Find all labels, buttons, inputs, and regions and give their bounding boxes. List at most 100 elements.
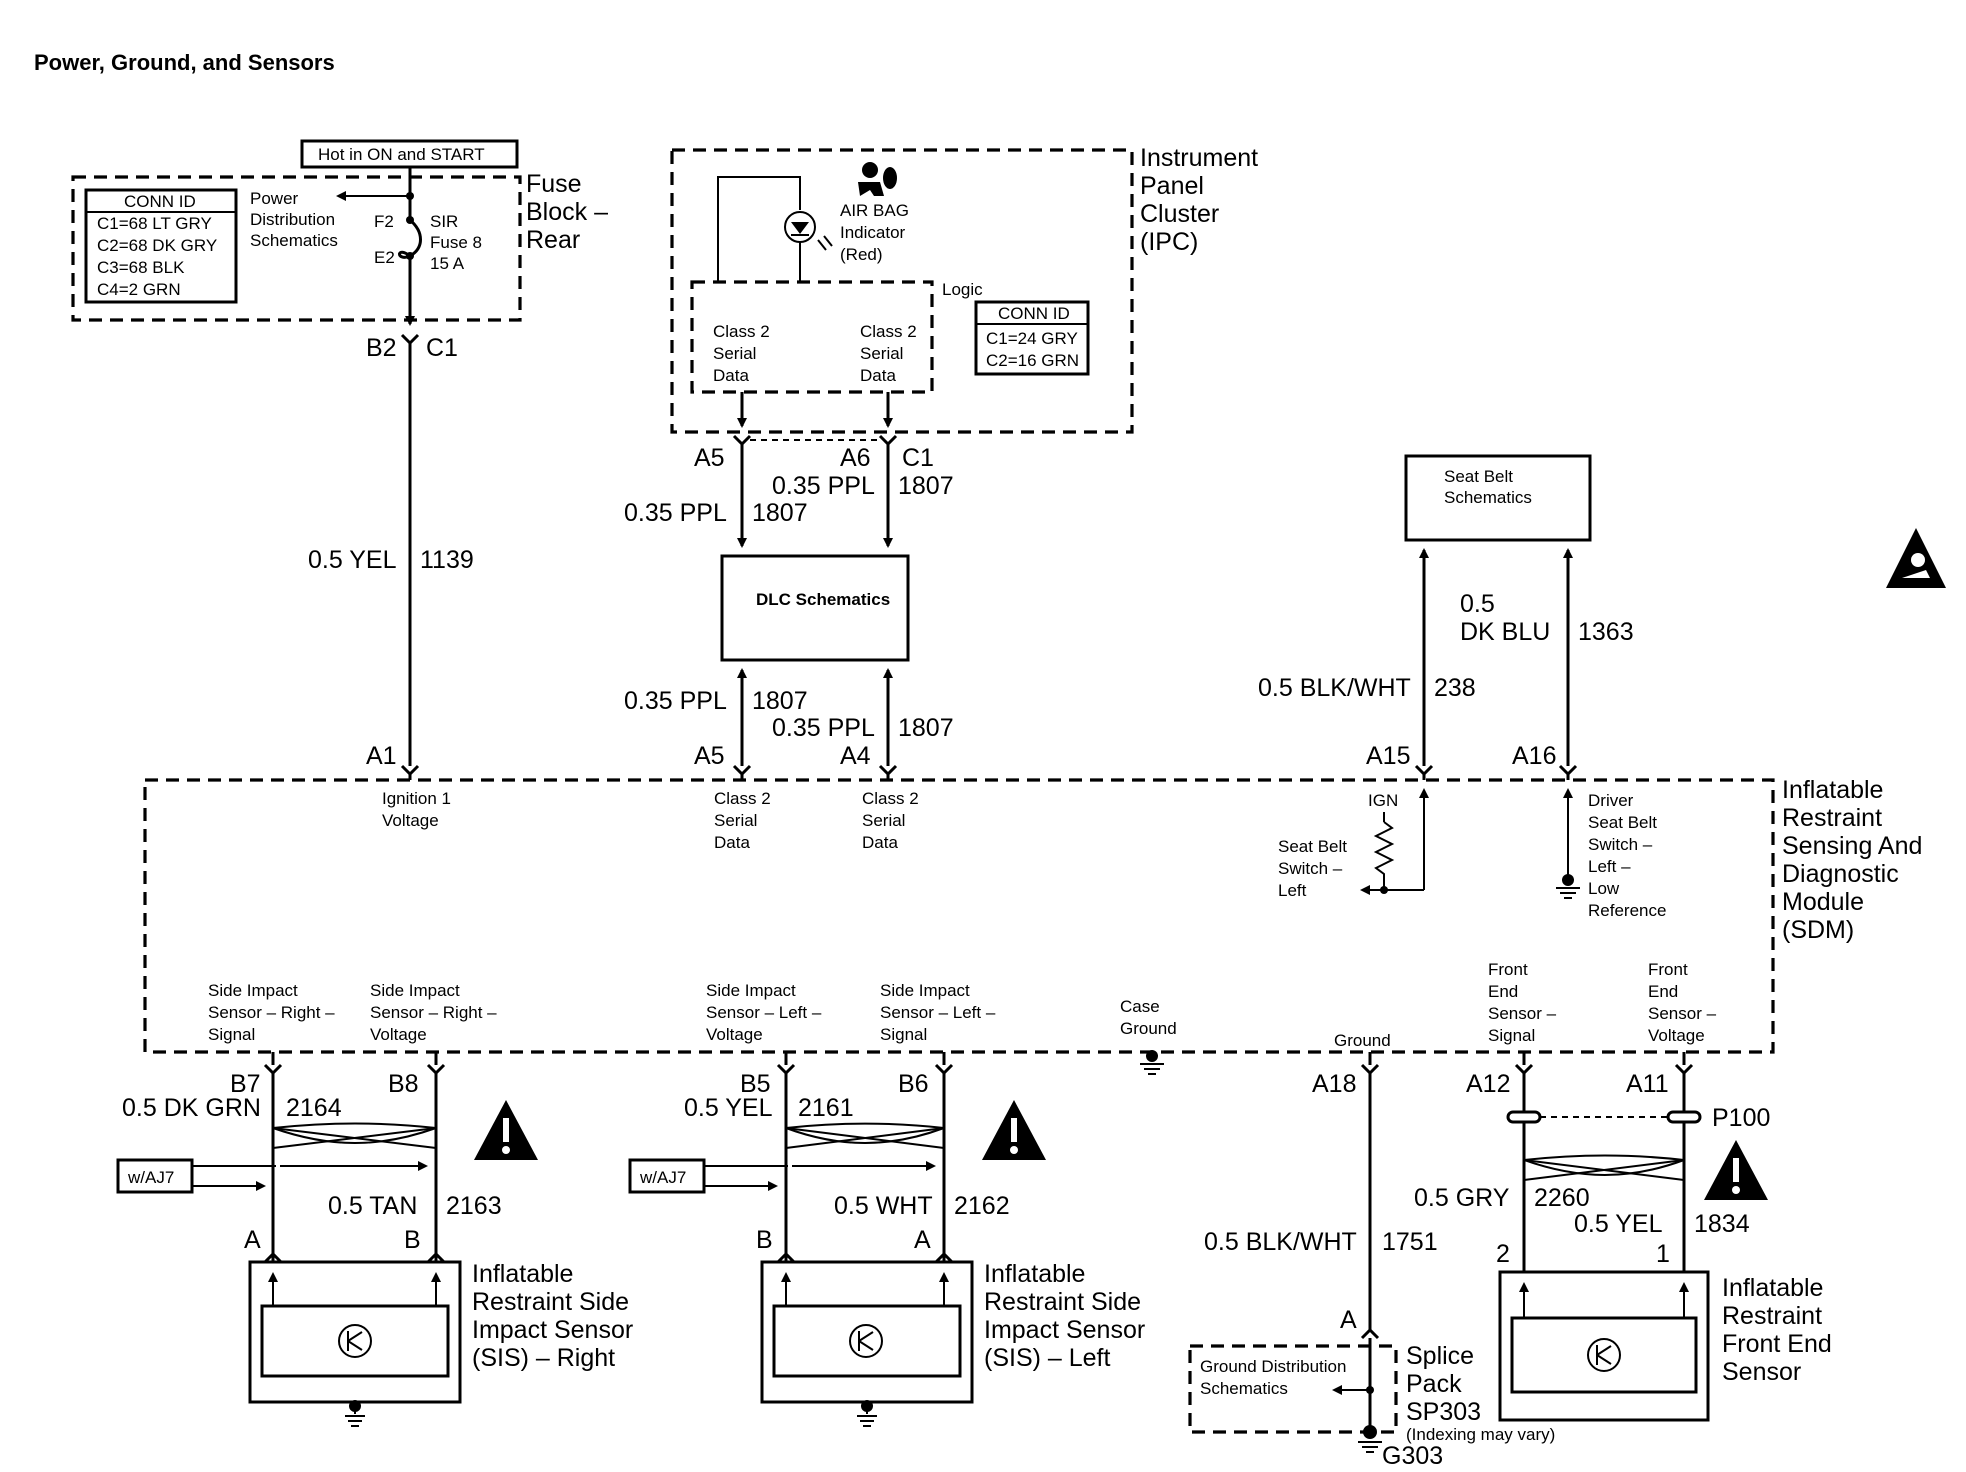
caution-icon	[1704, 1140, 1768, 1200]
sis-right-pin-b: B	[404, 1226, 421, 1254]
sdm-name-2: Restraint	[1782, 804, 1882, 832]
sis-right-voltage-label: Voltage	[370, 1025, 427, 1044]
front-signal-label: End	[1488, 982, 1518, 1001]
ipc-serial-right: Data	[860, 366, 896, 385]
conn-id-header: CONN ID	[998, 304, 1070, 323]
transistor-icon	[849, 1324, 883, 1358]
ipc-serial-left: Data	[713, 366, 749, 385]
wire-color: 0.5 BLK/WHT	[1204, 1228, 1357, 1256]
conn-id-header: CONN ID	[124, 192, 196, 211]
pin-a4: A4	[840, 742, 871, 770]
pin-b5: B5	[740, 1070, 771, 1098]
option-label: w/AJ7	[127, 1168, 174, 1187]
conn-id-row: C1=24 GRY	[986, 329, 1078, 348]
connector-symbol	[1414, 764, 1434, 777]
seat-belt-switch-label: Seat Belt	[1278, 837, 1347, 856]
airbag-indicator-label: Indicator	[840, 223, 906, 242]
case-ground-label: Case	[1120, 997, 1160, 1016]
ign-label: IGN	[1368, 791, 1398, 810]
driver-switch-label: Low	[1588, 879, 1620, 898]
pin-a5: A5	[694, 742, 725, 770]
dlc-label: DLC Schematics	[756, 590, 890, 609]
sdm-module: Inflatable Restraint Sensing And Diagnos…	[143, 742, 1922, 1098]
wire-circuit: 1363	[1578, 618, 1634, 646]
ground-circuit: 0.5 BLK/WHT 1751 A Ground Distribution S…	[1188, 1073, 1555, 1470]
sdm-name-4: Diagnostic	[1782, 860, 1899, 888]
front-voltage-label: Front	[1648, 960, 1688, 979]
dlc-box	[720, 554, 910, 662]
wire-circuit: 1751	[1382, 1228, 1438, 1256]
ipc-outline	[670, 148, 1134, 434]
pin-b7: B7	[230, 1070, 261, 1098]
pin-b6: B6	[898, 1070, 929, 1098]
splice-dot	[406, 192, 414, 200]
conn-id-table-fuse: CONN ID C1=68 LT GRY C2=68 DK GRY C3=68 …	[84, 188, 238, 304]
conn-id-row: C2=16 GRN	[986, 351, 1079, 370]
logic-label: Logic	[942, 280, 983, 299]
sensor-body	[760, 1260, 974, 1404]
splice-pack-label: Splice	[1406, 1342, 1474, 1370]
wire-color: 0.5 DK GRN	[122, 1094, 261, 1122]
wire-circuit: 1139	[420, 546, 474, 574]
option-box	[628, 1158, 706, 1194]
sis-left-pin-a: A	[914, 1226, 931, 1254]
conn-id-row: C4=2 GRN	[97, 280, 181, 299]
sdm-name-5: Module	[1782, 888, 1864, 916]
sensor-module	[260, 1304, 450, 1378]
wire-circuit: 2260	[1534, 1184, 1590, 1212]
option-label: w/AJ7	[639, 1168, 686, 1187]
ground-icon	[857, 1400, 877, 1427]
dlc-schematics: DLC Schematics 0.35 PPL 1807 0.35 PPL 18…	[624, 554, 954, 766]
seat-belt-label: Seat Belt	[1444, 467, 1513, 486]
ground-icon	[345, 1400, 365, 1427]
conn-id-table-ipc: CONN ID C1=24 GRY C2=16 GRN	[974, 300, 1090, 376]
front-sensor-name: Front End	[1722, 1330, 1832, 1358]
sis-right-signal-label: Sensor – Right –	[208, 1003, 335, 1022]
sis-left-signal-label: Sensor – Left –	[880, 1003, 996, 1022]
option-box	[116, 1158, 194, 1194]
ipc-serial-right: Class 2	[860, 322, 917, 341]
front-end-sensor: Inflatable Restraint Front End Sensor	[1498, 1270, 1832, 1422]
connector-symbol	[1558, 764, 1578, 777]
driver-switch-label: Seat Belt	[1588, 813, 1657, 832]
ipc-serial-right: Serial	[860, 344, 903, 363]
driver-switch-label: Left –	[1588, 857, 1631, 876]
ipc-name-4: (IPC)	[1140, 228, 1198, 256]
sensor-body	[248, 1260, 462, 1404]
fuse-block-name-3: Rear	[526, 226, 580, 254]
splice-pack-label: Pack	[1406, 1370, 1462, 1398]
fuse-label: 15 A	[430, 254, 465, 273]
front-voltage-label: End	[1648, 982, 1678, 1001]
connector-pin-b2: B2	[366, 334, 397, 362]
pin-a18: A18	[1312, 1070, 1356, 1098]
ipc-name-1: Instrument	[1140, 144, 1258, 172]
ignition-voltage-label: Ignition 1	[382, 789, 451, 808]
ipc-name-2: Panel	[1140, 172, 1204, 200]
sis-left-voltage-label: Sensor – Left –	[706, 1003, 822, 1022]
sdm-serial-a4: Class 2	[862, 789, 919, 808]
sis-right-signal-label: Side Impact	[208, 981, 298, 1000]
front-voltage-label: Sensor –	[1648, 1004, 1717, 1023]
connector-symbol	[732, 764, 752, 777]
wire-circuit: 2163	[446, 1192, 502, 1220]
wire-color: 0.5 YEL	[684, 1094, 773, 1122]
wire-circuit: 1807	[752, 687, 808, 715]
sis-left-signal-label: Side Impact	[880, 981, 970, 1000]
connector-symbol	[263, 1063, 283, 1076]
wire-color: 0.35 PPL	[624, 499, 727, 527]
resistor-icon	[1373, 821, 1395, 890]
airbag-indicator-label: AIR BAG	[840, 201, 909, 220]
driver-switch-label: Driver	[1588, 791, 1634, 810]
airbag-occupant-icon	[858, 162, 897, 196]
connector-symbol	[934, 1063, 954, 1076]
wire-color: 0.5 BLK/WHT	[1258, 674, 1411, 702]
wire-color: 0.35 PPL	[624, 687, 727, 715]
fuse-label: SIR	[430, 212, 458, 231]
sis-left-name: Impact Sensor	[984, 1316, 1145, 1344]
case-ground-label: Ground	[1120, 1019, 1177, 1038]
ipc-name-3: Cluster	[1140, 200, 1219, 228]
pin-a11: A11	[1626, 1070, 1669, 1098]
sdm-serial-a4: Data	[862, 833, 898, 852]
wire-color: 0.5 YEL	[308, 546, 397, 574]
ground-icon	[1562, 874, 1574, 886]
